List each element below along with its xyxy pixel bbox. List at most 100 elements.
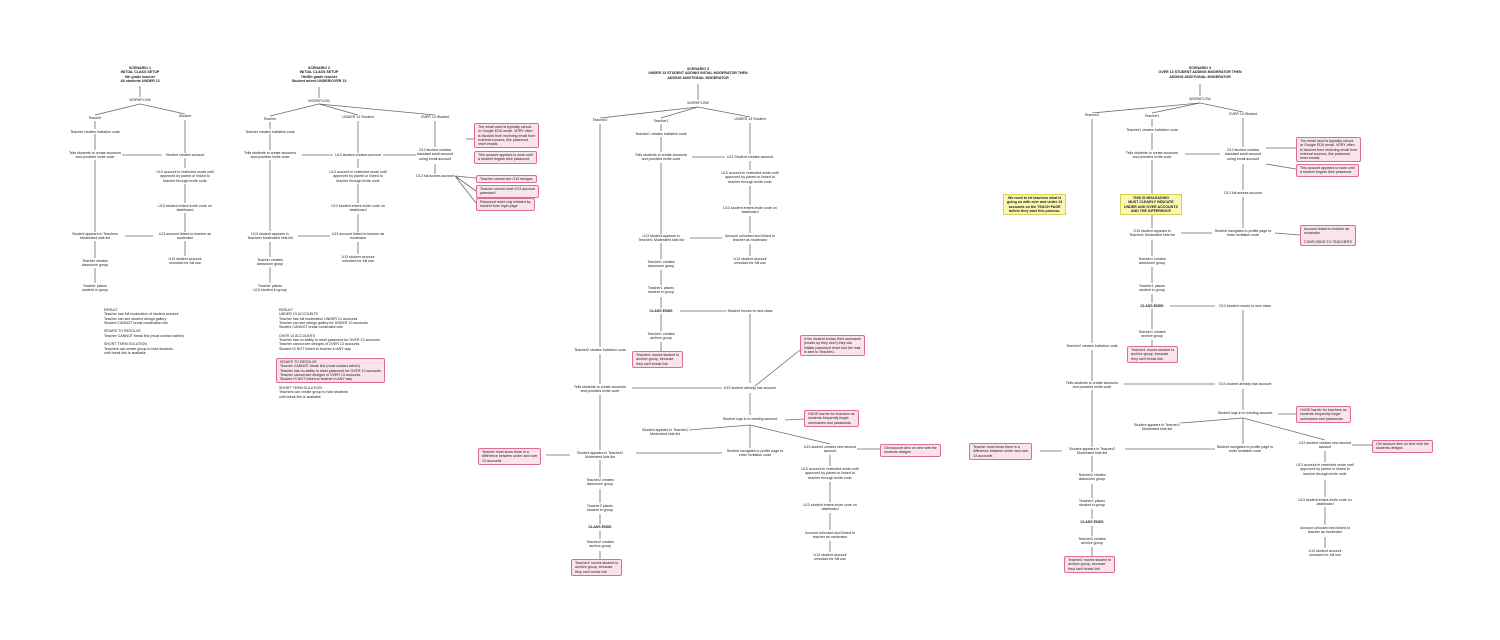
s4-places: Teacher1 places student in group — [1137, 284, 1167, 293]
s2-short: SHORT TERM SOLUTION Teachers can create … — [279, 386, 348, 399]
s4-t1-appears: Student appears in Teacher1 Moderated ki… — [1133, 423, 1181, 432]
s3-unlocked: U13 student account unlocked for full us… — [732, 257, 768, 266]
s3-t1-appears: Student appears in Teacher1 Moderated ki… — [641, 428, 689, 437]
s4-navigates2: Student navigates to profile page to ent… — [1215, 445, 1275, 454]
s1-unlocked: U13 student account unlocked for full us… — [167, 257, 203, 266]
s1-linked: U13 account linked to teacher as moderat… — [157, 232, 213, 241]
s2-workflow: WORKFLOW — [307, 99, 331, 104]
s2-enters-code: U13 student enters invite code on dashbo… — [330, 204, 386, 213]
s3-t2-code: Teacher2 creates invitation code — [573, 348, 627, 353]
s3-workflow: WORKFLOW — [686, 101, 710, 106]
s4-logs-in: Student logs in to existing account — [1216, 411, 1274, 416]
s2-result: RESULT UNDER 13 ACCOUNTS Teacher has ful… — [279, 308, 380, 351]
s1-create-code: Teacher creates invitation code — [69, 130, 121, 135]
s2-note-forget: This account appears to work until a stu… — [474, 151, 537, 164]
s1-tells: Tells students to create accounts and pr… — [67, 151, 123, 160]
s4-class-ends: CLASS ENDS — [1139, 304, 1165, 309]
s3-already: U13 student already has account — [722, 386, 778, 391]
s2-note-login: Password reset only initiated by student… — [476, 198, 535, 211]
s4-old-account: Old account dies on vine with the studen… — [1372, 440, 1433, 453]
s3-t2-moves: Teacher2 moves student to archive group,… — [571, 559, 623, 576]
s2-o13-full: O13 full access account — [414, 174, 456, 179]
s3-logs-in: Student logs in to existing account — [721, 417, 779, 422]
s3-huge: HUGE barrier for teachers as students fr… — [804, 410, 859, 427]
s3-enters-code: U13 student enters invite code on dashbo… — [722, 206, 778, 215]
s4-linked-note: Account linked to teacher as moderator C… — [1300, 225, 1356, 247]
s2-under: UNDER 13 Student — [341, 115, 375, 120]
s1-classroom: Teacher creates classroom group — [80, 259, 110, 268]
s4-workflow: WORKFLOW — [1188, 97, 1212, 102]
s3-new-second: U13 student creates new second account — [802, 445, 858, 454]
s3-restricted2: U13 account in restricted mode until app… — [800, 467, 860, 480]
s2-issues: ISSUES TO RESOLVE Teacher CANNOT break l… — [276, 358, 385, 384]
s4-class-ends2: CLASS ENDS — [1079, 520, 1105, 525]
s3-moves: Student moves to new class — [726, 309, 774, 314]
s4-already: O13 student already has account — [1217, 382, 1273, 387]
s4-create-code: Teacher1 creates invitation code — [1125, 128, 1179, 133]
s1-restricted: U13 account in restricted mode until app… — [155, 170, 215, 183]
s2-o13-creates: O13 student creates standard adult accou… — [415, 148, 455, 161]
s1-appears: Student appears in Teachers Moderated ki… — [71, 232, 119, 241]
s4-must-know: Teacher must know there is a difference … — [969, 443, 1033, 460]
s2-over: OVER 13 Student — [419, 115, 451, 120]
s3-teacher2: Teacher2 — [591, 118, 609, 123]
s3-t2-classroom: Teacher2 creates classroom group — [585, 478, 615, 487]
s4-moves: O13 student moves to new class — [1218, 304, 1272, 309]
s4-new-second: U13 student creates new second account — [1297, 441, 1353, 450]
s3-old-account: Old account dies on vine with the studen… — [880, 444, 941, 457]
s4-huge: HUGE barrier for teachers as students fr… — [1296, 406, 1351, 423]
s2-u13-creates: U13 student creates account — [334, 153, 382, 158]
s3-t2-places: Teacher2 places student in group — [585, 504, 615, 513]
s3-moves-archive: Teacher1 moves student to archive group,… — [632, 351, 684, 368]
s2-note-reset: Teacher cannot reset O13 account passwor… — [476, 185, 539, 198]
s4-o13-creates: O13 student creates standard adult accou… — [1223, 148, 1263, 161]
s3-places: Teacher1 places student in group — [646, 286, 676, 295]
s4-t2-code: Teacher2 creates invitation code — [1065, 344, 1119, 349]
s4-linked2: Account unlocked and linked to teacher a… — [1299, 526, 1351, 535]
s3-title: SCENARIO 3 UNDER 13 STUDENT ADDING INITI… — [647, 67, 749, 80]
s3-t2-appears: Student appears in Teacher2 Moderated ki… — [576, 451, 624, 460]
s3-restricted: U13 account in restricted mode until app… — [720, 171, 780, 184]
s1-places: Teacher places student in group — [81, 284, 109, 293]
s4-over: OVER 13 Student — [1227, 112, 1259, 117]
s1-title: SCENARIO 1 INITIAL CLASS SETUP 6th grade… — [119, 66, 161, 84]
s3-enters2: U13 student enters invite code on dashbo… — [802, 503, 858, 512]
s4-unlocked2: U13 student account unlocked for full us… — [1307, 549, 1343, 558]
s4-moves-archive: Teacher1 moves student to archive group,… — [1127, 346, 1179, 363]
s4-t2-appears: Student appears in Teacher2 Moderated ki… — [1068, 447, 1116, 456]
s4-tells: Tells students to create accounts and pr… — [1124, 151, 1180, 160]
s1-student-creates: Student creates account — [164, 153, 206, 158]
s2-appears: U13 student appears in Teachers Moderate… — [246, 232, 294, 241]
s1-result: RESULT Teacher has full moderation of st… — [104, 308, 184, 355]
s4-t2-archive: Teacher2 creates archive group — [1077, 537, 1107, 546]
s3-unlocked-linked: Account unlocked and linked to teacher a… — [724, 234, 776, 243]
s3-t2-tells: Tells students to create accounts and pr… — [572, 385, 628, 394]
s1-workflow: WORKFLOW — [128, 98, 152, 103]
s2-note-designs: Teacher cannot see O13 designs — [476, 175, 537, 184]
s2-title: SCENARIO 2 INITIAL CLASS SETUP 7th/8th g… — [290, 66, 348, 84]
s3-appears: U13 student appears in Teacher1 Moderate… — [637, 234, 685, 243]
s3-teacher1: Teacher1 — [652, 119, 670, 124]
s3-under: UNDER 13 Student — [733, 117, 767, 122]
s3-must-know: Teacher must know there is a difference … — [478, 448, 542, 465]
s3-u13-creates: U13 Student creates account — [725, 155, 775, 160]
s2-classroom: Teacher creates classroom group — [255, 258, 285, 267]
s4-classroom: Teacher1 creates classroom group — [1137, 257, 1167, 266]
s4-appears: O13 student appears in Teacher1 Moderate… — [1128, 229, 1176, 238]
s4-note-email: The email used is typically school or Go… — [1296, 137, 1362, 163]
s3-navigates: Student navigates to profile page to ent… — [725, 449, 785, 458]
s4-teacher2: Teacher2 — [1083, 113, 1101, 118]
s4-yellow-tell: We need to let teachers what is going on… — [1003, 194, 1067, 216]
s4-teacher1: Teacher1 — [1143, 114, 1161, 119]
s4-note-forget: This account appears to work until a stu… — [1296, 164, 1359, 177]
s3-class-ends: CLASS ENDS — [648, 309, 674, 314]
s4-enters2: U13 student enters invite code on dashbo… — [1297, 498, 1353, 507]
s3-t2-archive: Teacher2 creates archive group — [585, 540, 615, 549]
s2-tells: Tells students to create accounts and pr… — [242, 151, 298, 160]
s3-archive: Teacher1 creates archive group — [646, 332, 676, 341]
s3-class-ends2: CLASS ENDS — [587, 525, 613, 530]
s2-linked: U13 account linked to teacher as moderat… — [330, 232, 386, 241]
s1-teacher: Teacher — [87, 116, 103, 121]
